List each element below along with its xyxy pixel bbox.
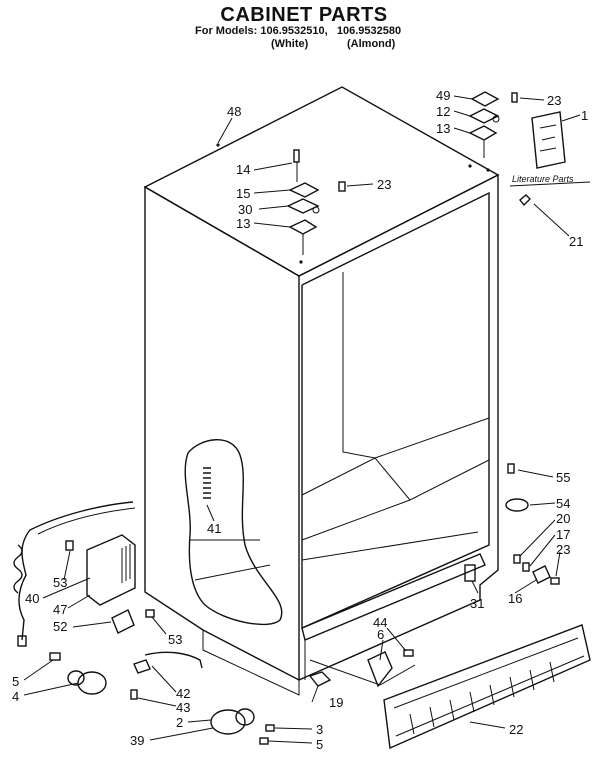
callout-55: 55 xyxy=(556,470,570,485)
callout-14: 14 xyxy=(236,162,250,177)
literature-parts: Literature Parts xyxy=(509,111,591,207)
callout-22: 22 xyxy=(509,722,523,737)
callout-44: 44 xyxy=(373,615,387,630)
callout-5-right: 5 xyxy=(316,737,323,752)
callout-5-left: 5 xyxy=(12,674,19,689)
callout-17: 17 xyxy=(556,527,570,542)
callout-15: 15 xyxy=(236,186,250,201)
right-hinge-assembly xyxy=(468,91,518,158)
callout-1: 1 xyxy=(581,108,588,123)
duct-cutout xyxy=(184,439,283,626)
diagram-title: CABINET PARTS xyxy=(220,4,388,26)
callout-52: 52 xyxy=(53,619,67,634)
callout-31: 31 xyxy=(470,596,484,611)
front-grille xyxy=(383,624,591,750)
callout-23-lower: 23 xyxy=(556,542,570,557)
callout-23-top: 23 xyxy=(377,177,391,192)
callout-19: 19 xyxy=(329,695,343,710)
callout-12: 12 xyxy=(436,104,450,119)
callout-21: 21 xyxy=(569,234,583,249)
callout-43: 43 xyxy=(176,700,190,715)
cabinet-body xyxy=(143,86,500,696)
top-hinge-assembly xyxy=(286,149,346,255)
callout-30: 30 xyxy=(238,202,252,217)
callout-16: 16 xyxy=(508,591,522,606)
callout-49: 49 xyxy=(436,88,450,103)
callout-53-left: 53 xyxy=(53,575,67,590)
leader-lines xyxy=(23,95,581,744)
literature-parts-label: Literature Parts xyxy=(512,174,574,184)
callout-41: 41 xyxy=(207,521,221,536)
callout-39: 39 xyxy=(130,733,144,748)
callout-23-right: 23 xyxy=(547,93,561,108)
variant-almond-label: (Almond) xyxy=(347,38,396,50)
callout-13-top: 13 xyxy=(236,216,250,231)
callout-48: 48 xyxy=(227,104,241,119)
callout-54: 54 xyxy=(556,496,570,511)
callout-6: 6 xyxy=(377,627,384,642)
callout-labels: 48 49 12 13 23 1 14 15 30 13 23 21 41 55… xyxy=(12,88,588,752)
left-lower-parts xyxy=(13,501,414,745)
callout-4: 4 xyxy=(12,689,19,704)
callout-13-right: 13 xyxy=(436,121,450,136)
callout-40: 40 xyxy=(25,591,39,606)
callout-42: 42 xyxy=(176,686,190,701)
variant-white-label: (White) xyxy=(271,38,309,50)
callout-47: 47 xyxy=(53,602,67,617)
callout-3: 3 xyxy=(316,722,323,737)
callout-53-right: 53 xyxy=(168,632,182,647)
callout-2: 2 xyxy=(176,715,183,730)
callout-20: 20 xyxy=(556,511,570,526)
model-numbers: For Models: 106.9532510, 106.9532580 xyxy=(195,25,402,37)
right-lower-parts xyxy=(464,463,560,585)
